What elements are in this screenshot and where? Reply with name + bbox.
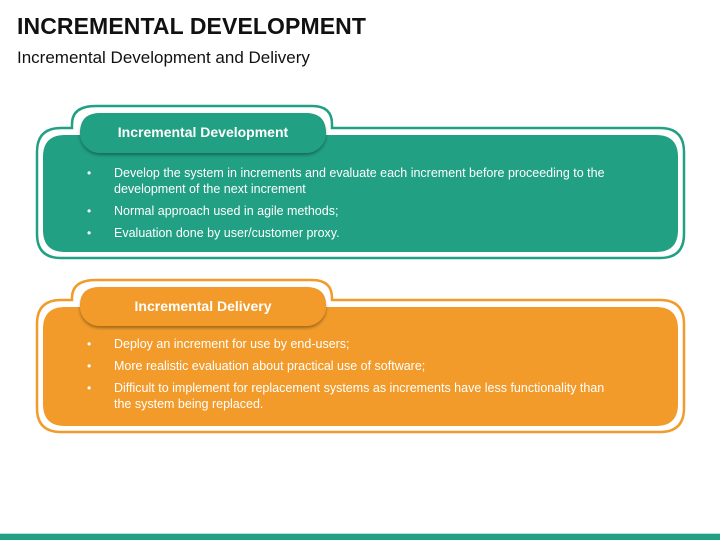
list-item: • Difficult to implement for replacement… (86, 380, 616, 412)
bullet-text: Deploy an increment for use by end-users… (114, 337, 350, 351)
delivery-tab-label: Incremental Delivery (134, 298, 272, 314)
bullet-text: Develop the system in increments and eva… (114, 166, 605, 196)
bullet-icon: • (87, 204, 92, 218)
bullet-text: More realistic evaluation about practica… (114, 359, 426, 373)
list-item: • Develop the system in increments and e… (86, 165, 616, 197)
page-title: INCREMENTAL DEVELOPMENT (17, 13, 367, 39)
development-bullet-list: • Develop the system in increments and e… (86, 165, 616, 247)
bullet-icon: • (87, 359, 92, 373)
page-subtitle: Incremental Development and Delivery (17, 48, 310, 67)
bullet-icon: • (87, 381, 92, 395)
development-tab-label: Incremental Development (117, 124, 289, 140)
bullet-text: Difficult to implement for replacement s… (114, 381, 605, 411)
list-item: • Deploy an increment for use by end-use… (86, 336, 616, 352)
list-item: • Normal approach used in agile methods; (86, 203, 616, 219)
list-item: • More realistic evaluation about practi… (86, 358, 616, 374)
development-panel-shape (35, 104, 686, 260)
bullet-icon: • (87, 226, 92, 240)
bullet-text: Normal approach used in agile methods; (114, 204, 339, 218)
bullet-icon: • (87, 337, 92, 351)
delivery-panel-shape (35, 278, 686, 434)
bullet-icon: • (87, 166, 92, 180)
footer-accent-bar (0, 533, 720, 540)
list-item: • Evaluation done by user/customer proxy… (86, 225, 616, 241)
bullet-text: Evaluation done by user/customer proxy. (114, 226, 340, 240)
delivery-bullet-list: • Deploy an increment for use by end-use… (86, 336, 616, 418)
